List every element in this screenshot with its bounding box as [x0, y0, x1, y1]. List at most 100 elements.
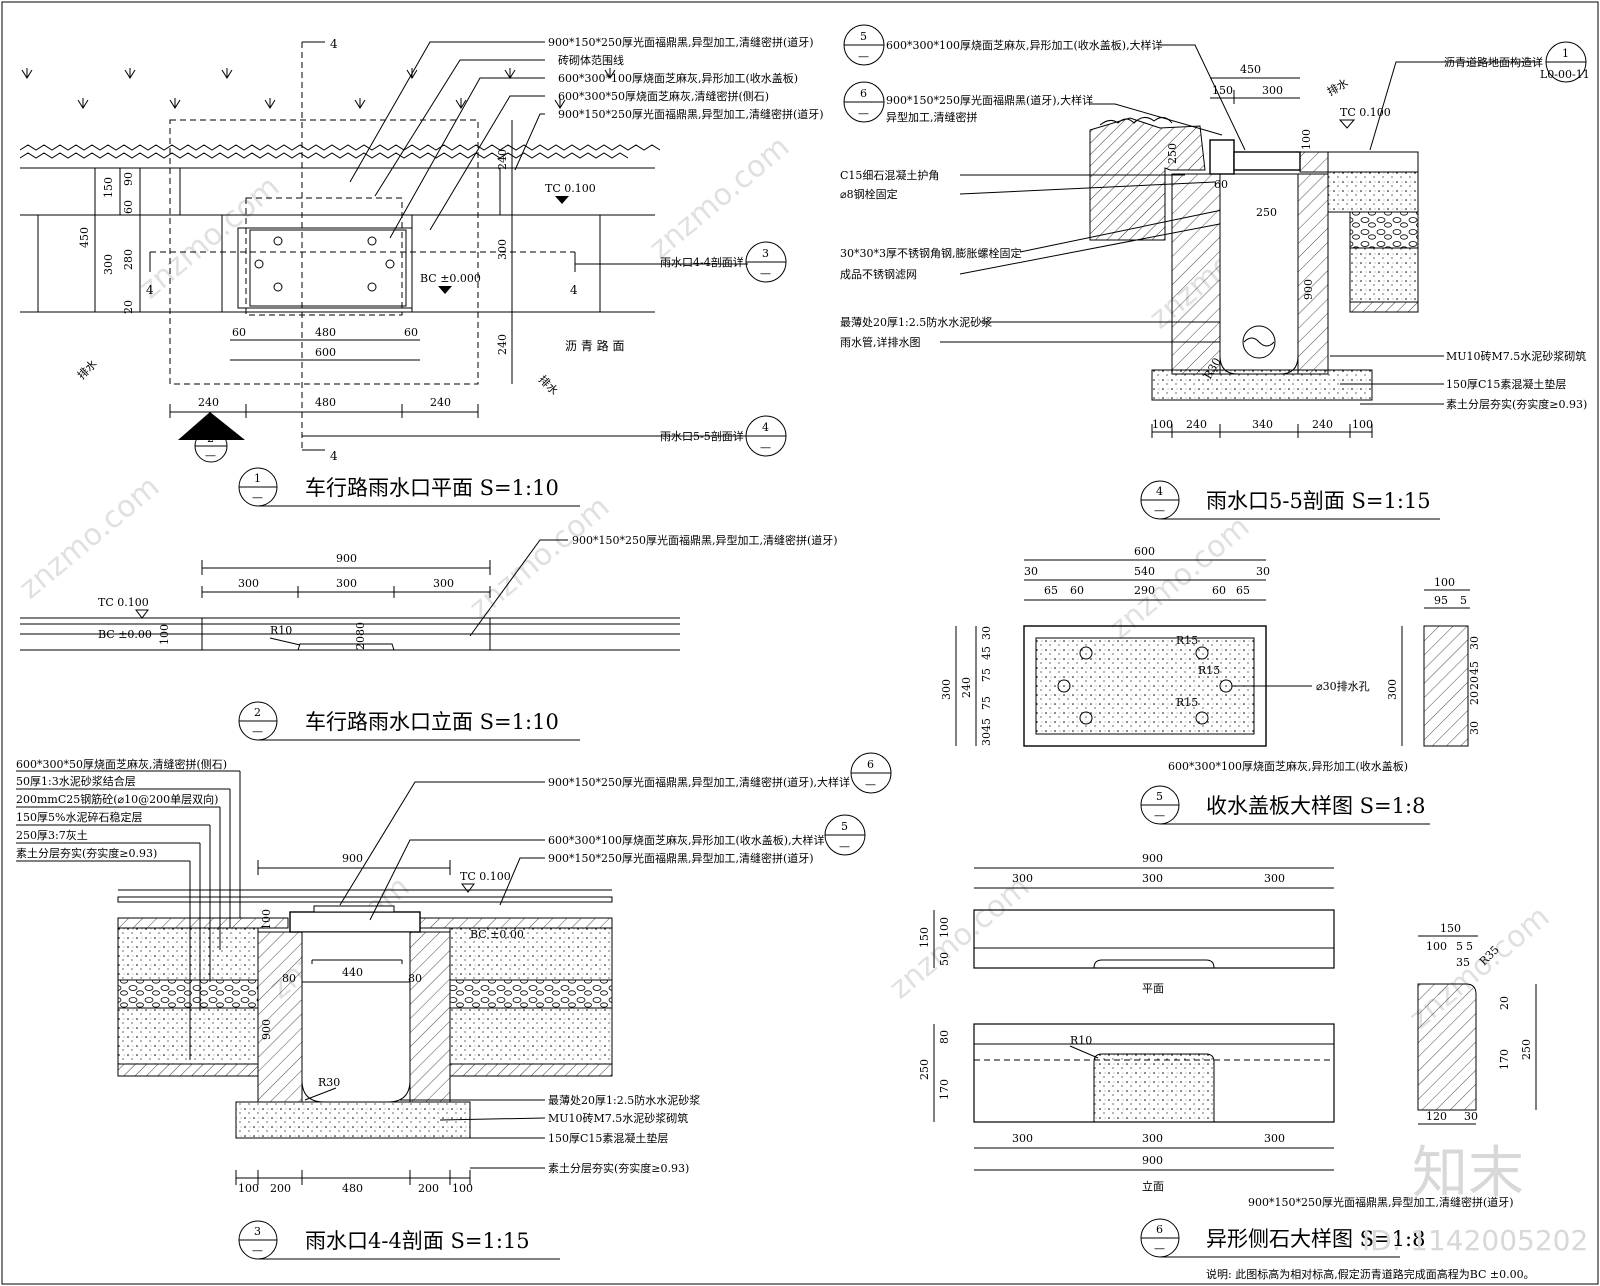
- plan-left-dims: 150 90 60 450 300 280 20: [78, 168, 141, 314]
- svg-text:80: 80: [282, 972, 296, 985]
- svg-text:100: 100: [938, 917, 951, 938]
- bc-label: BC ±0.000: [420, 272, 481, 285]
- drain-hole-label: ⌀30排水孔: [1316, 679, 1370, 693]
- svg-text:100: 100: [158, 624, 171, 645]
- svg-text:600: 600: [1134, 545, 1155, 558]
- svg-text:—: —: [760, 441, 771, 454]
- elev-note: 900*150*250厚光面福鼎黑,异型加工,清缝密拼(道牙): [572, 533, 838, 547]
- svg-text:6: 6: [860, 87, 867, 100]
- svg-text:6: 6: [867, 758, 874, 771]
- svg-text:480: 480: [342, 1182, 363, 1195]
- svg-text:—: —: [1154, 809, 1165, 822]
- tc-label: TC 0.100: [98, 596, 149, 609]
- svg-text:R30: R30: [318, 1076, 340, 1089]
- svg-text:240: 240: [430, 396, 451, 409]
- plan-ref-55: 雨水口5-5剖面详: [660, 429, 744, 443]
- svg-text:250: 250: [1256, 206, 1277, 219]
- svg-text:450: 450: [78, 227, 91, 248]
- plan-right-dims: 240 300 240: [496, 120, 513, 384]
- svg-text:60: 60: [1070, 584, 1084, 597]
- sec44-note: 600*300*100厚烧面芝麻灰,异形加工(收水盖板),大样详: [548, 833, 825, 847]
- svg-text:900: 900: [1142, 1154, 1163, 1167]
- footer-note: 说明: 此图标高为相对标高,假定沥青道路完成面高程为BC ±0.00。: [1206, 1267, 1535, 1281]
- svg-text:300: 300: [238, 577, 259, 590]
- svg-text:150: 150: [1212, 84, 1233, 97]
- plan-note: 600*300*50厚烧面芝麻灰,清缝密拼(侧石): [558, 89, 769, 103]
- grass-symbols: [21, 68, 616, 109]
- layer-note: 50厚1:3水泥砂浆结合层: [16, 774, 136, 788]
- svg-text:—: —: [760, 267, 771, 280]
- sec55-note: 素土分层夯实(夯实度≥0.93): [1446, 397, 1587, 411]
- plan-ref-44: 雨水口4-4剖面详: [660, 255, 744, 269]
- elevation-detail: 900 300 300 300 TC 0.100 BC ±0.00 100 R1…: [20, 533, 838, 741]
- plan-inner-dims: 60 480 60 600: [230, 326, 420, 361]
- svg-text:—: —: [865, 778, 876, 791]
- svg-text:30: 30: [1464, 1110, 1478, 1123]
- svg-text:—: —: [205, 449, 216, 462]
- svg-text:300: 300: [433, 577, 454, 590]
- section-cut-label: 4: [570, 283, 578, 297]
- svg-text:—: —: [252, 1244, 263, 1257]
- svg-text:300: 300: [1264, 872, 1285, 885]
- sec55-note: 150厚C15素混凝土垫层: [1446, 377, 1566, 391]
- sec55-note: ⌀8钢栓固定: [840, 187, 898, 201]
- curb-detail: 900 300 300 300 平面 150 100 50 R10 250 80…: [918, 852, 1537, 1258]
- plan-note: 砖砌体范围线: [558, 53, 624, 67]
- section-cut-label: 4: [330, 449, 338, 463]
- svg-text:5: 5: [1156, 790, 1163, 803]
- svg-text:80: 80: [938, 1030, 951, 1044]
- svg-text:45: 45: [1468, 661, 1481, 675]
- svg-text:250: 250: [918, 1059, 931, 1080]
- svg-text:340: 340: [1252, 418, 1273, 431]
- detail-title-3: 雨水口4-4剖面 S=1:15: [305, 1229, 530, 1253]
- sec44-note: 素土分层夯实(夯实度≥0.93): [548, 1161, 689, 1175]
- plan-note: 600*300*100厚烧面芝麻灰,异形加工(收水盖板): [558, 71, 798, 85]
- tc-label: TC 0.100: [460, 870, 511, 883]
- svg-text:300: 300: [102, 254, 115, 275]
- svg-text:—: —: [1154, 504, 1165, 517]
- svg-text:60: 60: [122, 200, 135, 214]
- svg-text:250: 250: [1166, 143, 1179, 164]
- svg-text:60: 60: [232, 326, 246, 339]
- svg-text:290: 290: [1134, 584, 1155, 597]
- svg-text:3: 3: [254, 1225, 261, 1238]
- svg-text:75: 75: [980, 696, 993, 710]
- svg-text:65: 65: [1044, 584, 1058, 597]
- svg-text:600: 600: [315, 346, 336, 359]
- svg-text:20: 20: [1498, 996, 1511, 1010]
- watermark-text: znzmo.com: [643, 129, 797, 266]
- image-id: ID: 1142005202: [1362, 1224, 1588, 1257]
- svg-text:5: 5: [1460, 594, 1467, 607]
- svg-text:450: 450: [1240, 63, 1261, 76]
- bc-label: BC ±0.00: [470, 928, 524, 941]
- svg-text:6: 6: [1156, 1223, 1163, 1236]
- detail-bubble-number: 2: [207, 432, 214, 445]
- svg-text:—: —: [252, 491, 263, 504]
- svg-text:200: 200: [270, 1182, 291, 1195]
- sec44-note: 900*150*250厚光面福鼎黑,异型加工,清缝密拼(道牙),大样详: [548, 775, 850, 789]
- layer-note: 250厚3:7灰土: [16, 828, 88, 842]
- svg-text:R10: R10: [1070, 1034, 1092, 1047]
- svg-text:900: 900: [336, 552, 357, 565]
- svg-text:900: 900: [260, 1019, 273, 1040]
- svg-text:170: 170: [1498, 1049, 1511, 1070]
- svg-text:4: 4: [762, 421, 769, 434]
- svg-text:30: 30: [1468, 636, 1481, 650]
- plan-bottom-dims: 240 480 240: [169, 396, 479, 418]
- svg-text:45: 45: [980, 718, 993, 732]
- svg-text:240: 240: [960, 677, 973, 698]
- sec55-note: C15细石混凝土护角: [840, 168, 939, 182]
- svg-text:—: —: [252, 725, 263, 738]
- svg-text:300: 300: [1012, 1132, 1033, 1145]
- detail-title-4: 雨水口5-5剖面 S=1:15: [1206, 489, 1431, 513]
- sec44-note: 900*150*250厚光面福鼎黑,异型加工,清缝密拼(道牙): [548, 851, 814, 865]
- svg-text:300: 300: [1012, 872, 1033, 885]
- layer-note: 素土分层夯实(夯实度≥0.93): [16, 846, 157, 860]
- svg-text:60: 60: [1212, 584, 1226, 597]
- plan-detail: 4 4 4 4 900*150*250厚光面福鼎黑,异型加工,清缝密拼(道牙) …: [19, 35, 824, 507]
- svg-text:240: 240: [496, 334, 509, 355]
- svg-text:30: 30: [1256, 565, 1270, 578]
- section-cut-label: 4: [330, 37, 338, 51]
